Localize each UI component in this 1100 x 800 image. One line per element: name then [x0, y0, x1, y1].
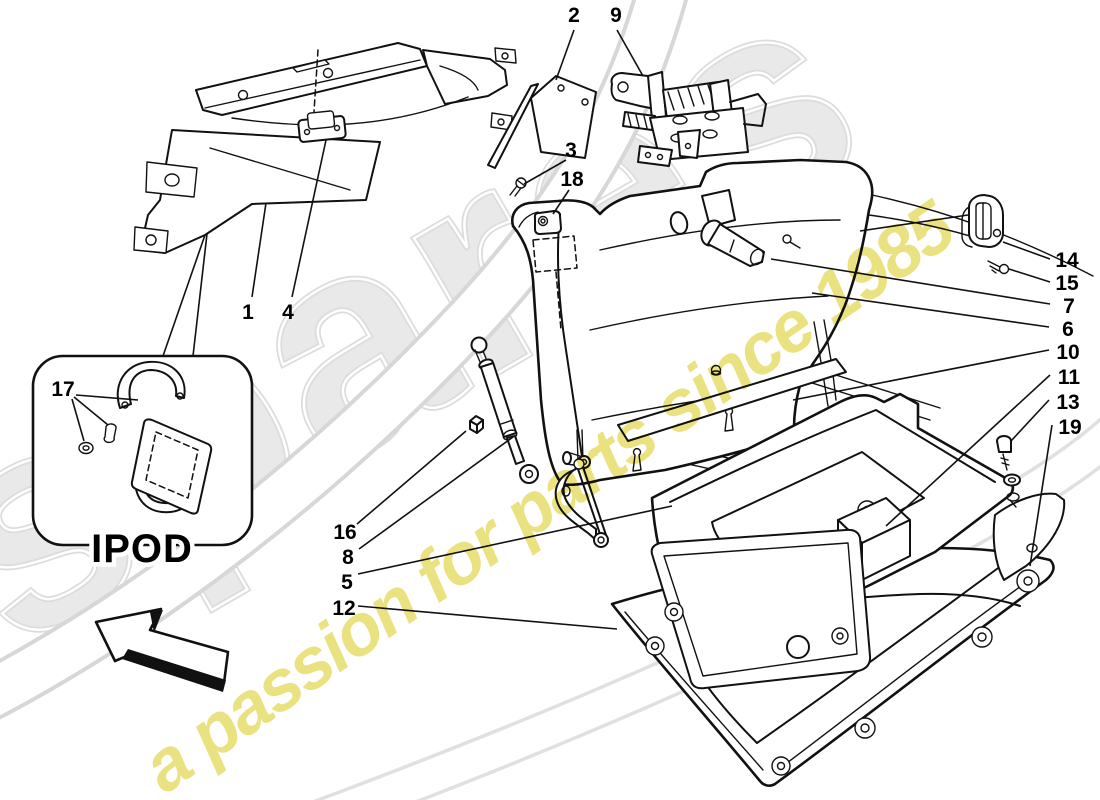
- label-part-11: 11: [1058, 366, 1081, 389]
- part-1-underdash-panel: [133, 42, 517, 254]
- part-13-washer: [1003, 473, 1021, 487]
- part-5-hinge: [554, 429, 609, 548]
- label-part-12: 12: [332, 597, 355, 620]
- part-10-glovebox-tray: [617, 358, 1066, 690]
- part-9-lock-bracket: [610, 71, 767, 167]
- part-15-screw: [987, 260, 1010, 275]
- ipod-callout: IPOD: [31, 233, 254, 576]
- label-part-4: 4: [282, 301, 294, 324]
- part-8-gas-strut: [470, 336, 539, 484]
- fastener-pins: [632, 364, 734, 472]
- leader-lines: [251, 29, 1053, 630]
- part-number-labels: 1 4 2 9 3 18 17 16 8 5 12 14 15 7 6 10 1…: [51, 4, 1081, 620]
- direction-arrow-icon: [94, 607, 230, 692]
- label-part-5: 5: [341, 571, 353, 594]
- label-part-7: 7: [1063, 295, 1075, 318]
- part-14-hook-bracket: [859, 194, 1004, 248]
- label-part-18: 18: [560, 168, 584, 191]
- part-18-latch: [532, 210, 578, 331]
- label-part-10: 10: [1056, 341, 1079, 364]
- label-part-9: 9: [610, 4, 622, 27]
- part-13-bolt: [996, 435, 1021, 487]
- ipod-label: IPOD: [91, 527, 193, 571]
- label-part-17: 17: [51, 378, 74, 401]
- label-part-13: 13: [1056, 391, 1079, 414]
- part-7-lock-barrel: [700, 219, 801, 267]
- part-17-ipod-bracket: [71, 360, 213, 515]
- glovebox-door: [511, 158, 874, 487]
- lid-screw-bosses: [645, 569, 1040, 776]
- label-part-1: 1: [242, 301, 254, 324]
- label-part-16: 16: [333, 521, 356, 544]
- label-part-3: 3: [565, 139, 577, 162]
- part-2-bracket-plate: [487, 75, 597, 169]
- label-part-19: 19: [1058, 416, 1081, 439]
- part-4-latch-striker: [297, 49, 347, 143]
- label-part-8: 8: [342, 546, 354, 569]
- tray-right-flange: [992, 492, 1066, 581]
- part-16-clip: [469, 415, 484, 434]
- label-part-15: 15: [1055, 272, 1079, 295]
- label-part-2: 2: [568, 4, 580, 27]
- label-part-14: 14: [1055, 249, 1079, 272]
- label-part-6: 6: [1062, 318, 1074, 341]
